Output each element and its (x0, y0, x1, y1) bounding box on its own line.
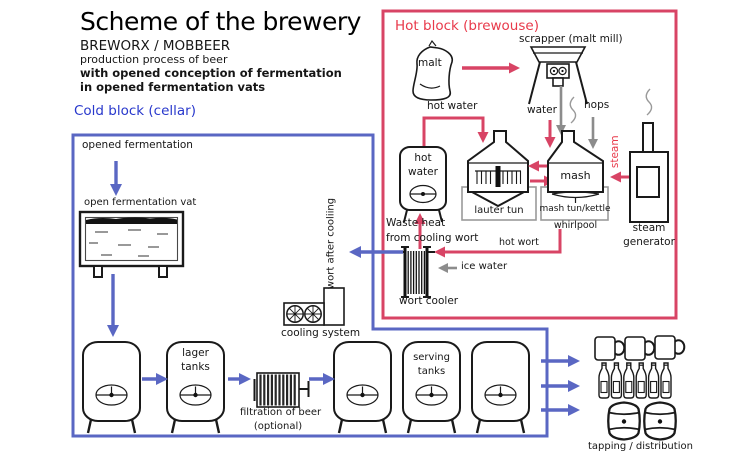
fermentation-tank-icon (81, 340, 142, 435)
cooling-system-icon (283, 287, 345, 326)
steam-label: steam (609, 135, 622, 169)
subtitle-line2: with opened conception of fermentation (80, 66, 342, 80)
tank-icon (332, 340, 393, 435)
steam-generator-label-1: steam (632, 222, 666, 234)
subtitle-line1: production process of beer (80, 53, 228, 66)
hot-block-title: Hot block (brewouse) (395, 18, 539, 34)
whirlpool-label: whirlpool (553, 220, 598, 231)
open-fermentation-vat-icon (78, 210, 185, 278)
steam-generator-icon (629, 122, 669, 223)
tank-icon (470, 340, 531, 435)
scrapper-label: scrapper (malt mill) (519, 33, 623, 45)
wort-cooler-label: wort cooler (399, 295, 459, 307)
lauter-tun-icon (461, 130, 537, 221)
water-label: water (527, 104, 557, 116)
serving-tanks-label-2: tanks (417, 366, 446, 377)
hot-block-frame (381, 9, 678, 320)
mash-label: mash (560, 169, 591, 182)
mash-tun-icon (540, 130, 609, 221)
filtration-label-2: (optional) (253, 421, 303, 432)
malt-label: malt (418, 57, 442, 69)
hot-water-tank-icon (399, 146, 447, 223)
steam-squiggle-1 (569, 96, 577, 124)
hot-water-pipe-label: hot water (427, 100, 478, 112)
serving-tanks-label-1: serving (413, 352, 450, 363)
steam-squiggle-2 (645, 88, 653, 116)
open-fermentation-vat-label: open fermentation vat (84, 197, 197, 208)
hot-water-tank-label-1: hot (414, 152, 432, 164)
wort-cooler-icon (397, 246, 435, 298)
opened-fermentation-label: opened fermentation (82, 139, 193, 151)
malt-mill-icon (528, 46, 588, 105)
hot-wort-label: hot wort (499, 237, 539, 248)
hot-wort-pipe (434, 229, 562, 258)
brand-line: BREWORX / MOBBEER (80, 38, 231, 54)
lager-tanks-label-1: lager (182, 347, 209, 359)
beer-bottles-icon (598, 362, 672, 399)
cold-block-title: Cold block (cellar) (74, 103, 196, 119)
mash-tun-kettle-label: mash tun/kettle (539, 204, 611, 214)
lager-tanks-label-2: tanks (181, 361, 210, 373)
hot-water-pipe (422, 116, 489, 146)
ice-water-label: ice water (461, 261, 508, 272)
waste-heat-label-2: from cooling wort (386, 232, 479, 244)
beer-filter-icon (253, 372, 310, 408)
subtitle-line3: in opened fermentation vats (80, 80, 266, 94)
malt-sack-icon (412, 39, 454, 101)
waste-heat-label-1: Waste heat (386, 217, 446, 229)
filtration-label-1: filtration of beer (240, 407, 322, 418)
page-title: Scheme of the brewery (80, 7, 361, 36)
lauter-tun-label: lauter tun (474, 205, 524, 216)
beer-barrels-icon (607, 401, 677, 441)
hops-label: hops (584, 99, 610, 111)
tapping-distribution-label: tapping / distribution (588, 441, 693, 452)
hot-water-tank-label-2: water (408, 166, 438, 178)
wort-after-cooling-label: wort after cooliing (325, 197, 337, 290)
steam-generator-label-2: generator (623, 236, 675, 248)
cooling-system-label: cooling system (281, 327, 361, 339)
cold-block-frame (71, 133, 549, 438)
beer-mugs-icon (594, 335, 686, 361)
